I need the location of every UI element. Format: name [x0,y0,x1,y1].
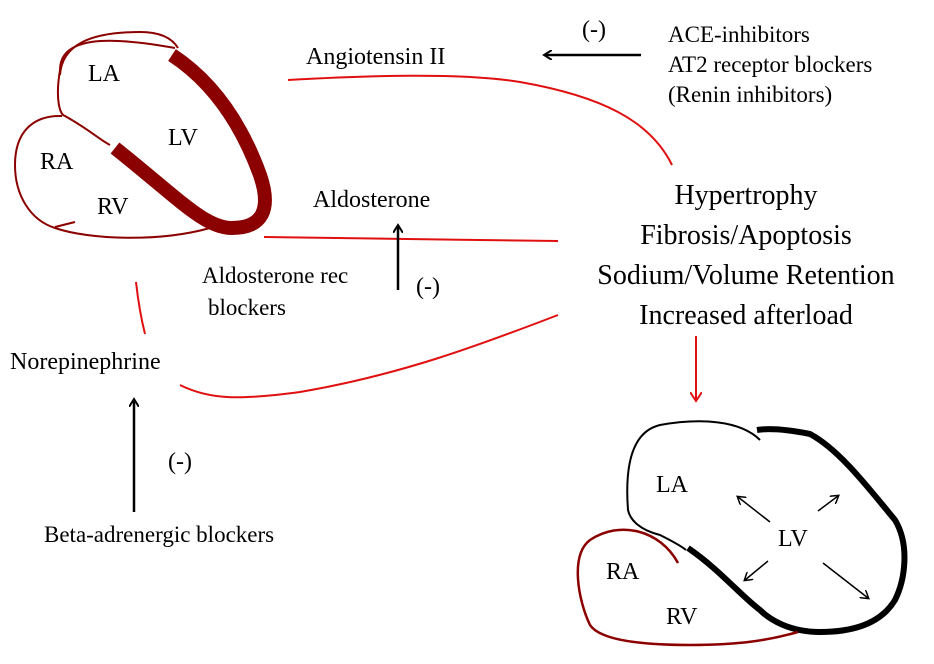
beta-blocker-label: Beta-adrenergic blockers [44,522,275,547]
lv-dilation-arrow-up-right [817,496,838,512]
effect-fibrosis: Fibrosis/Apoptosis [640,220,852,251]
remodeled-heart-lv-wall [686,426,908,636]
normal-heart-lv-wall [110,49,272,236]
pathway-line-aldosterone [263,236,559,242]
normal-heart-label-la: LA [88,61,120,87]
remodeled-heart-label-rv: RV [666,604,698,630]
remodeled-heart-label-lv: LV [778,526,808,552]
aldosterone-inhibitor-line1: Aldosterone rec [202,263,349,288]
raas-inhibitor-list: ACE-inhibitors AT2 receptor blockers (Re… [668,20,872,110]
beta-negative-sign: (-) [168,449,192,475]
effect-sodium-retention: Sodium/Volume Retention [597,260,895,291]
normal-heart-label-ra: RA [40,149,74,175]
normal-heart-la-top [59,30,179,76]
remodeled-heart-la-outline [626,420,761,551]
normal-heart [13,30,272,239]
raas-inhibitor-renin: (Renin inhibitors) [668,82,833,107]
remodeled-heart-rv-outline [576,528,799,647]
mediator-norepinephrine: Norepinephrine [10,349,161,375]
normal-heart-la-outline [56,39,176,146]
remodeled-heart [576,420,908,647]
aldosterone-negative-sign: (-) [416,274,440,300]
raas-inhibitor-at2: AT2 receptor blockers [668,52,873,77]
effect-hypertrophy: Hypertrophy [674,180,818,211]
mediator-aldosterone: Aldosterone [313,187,431,213]
raas-inhibitor-ace: ACE-inhibitors [668,22,810,47]
aldosterone-inhibitor-line2: blockers [208,295,286,320]
pathway-line-norepinephrine [179,314,559,399]
lv-dilation-arrow-down-right [822,562,868,598]
normal-heart-label-lv: LV [168,125,198,151]
normal-heart-label-rv: RV [97,194,129,220]
lv-dilation-arrow-up-left [738,497,771,523]
pathway-line-norepinephrine-left [135,281,146,335]
mediator-angiotensin: Angiotensin II [306,44,446,70]
pathway-line-angiotensin [287,74,673,166]
remodeled-heart-label-ra: RA [606,559,640,585]
remodeled-heart-label-la: LA [656,472,688,498]
effect-afterload: Increased afterload [639,300,853,331]
effects-list: Hypertrophy Fibrosis/Apoptosis Sodium/Vo… [560,176,932,336]
raas-negative-sign: (-) [582,17,606,43]
lv-dilation-arrow-down-left [745,560,769,580]
normal-heart-rv-outline [13,114,211,239]
